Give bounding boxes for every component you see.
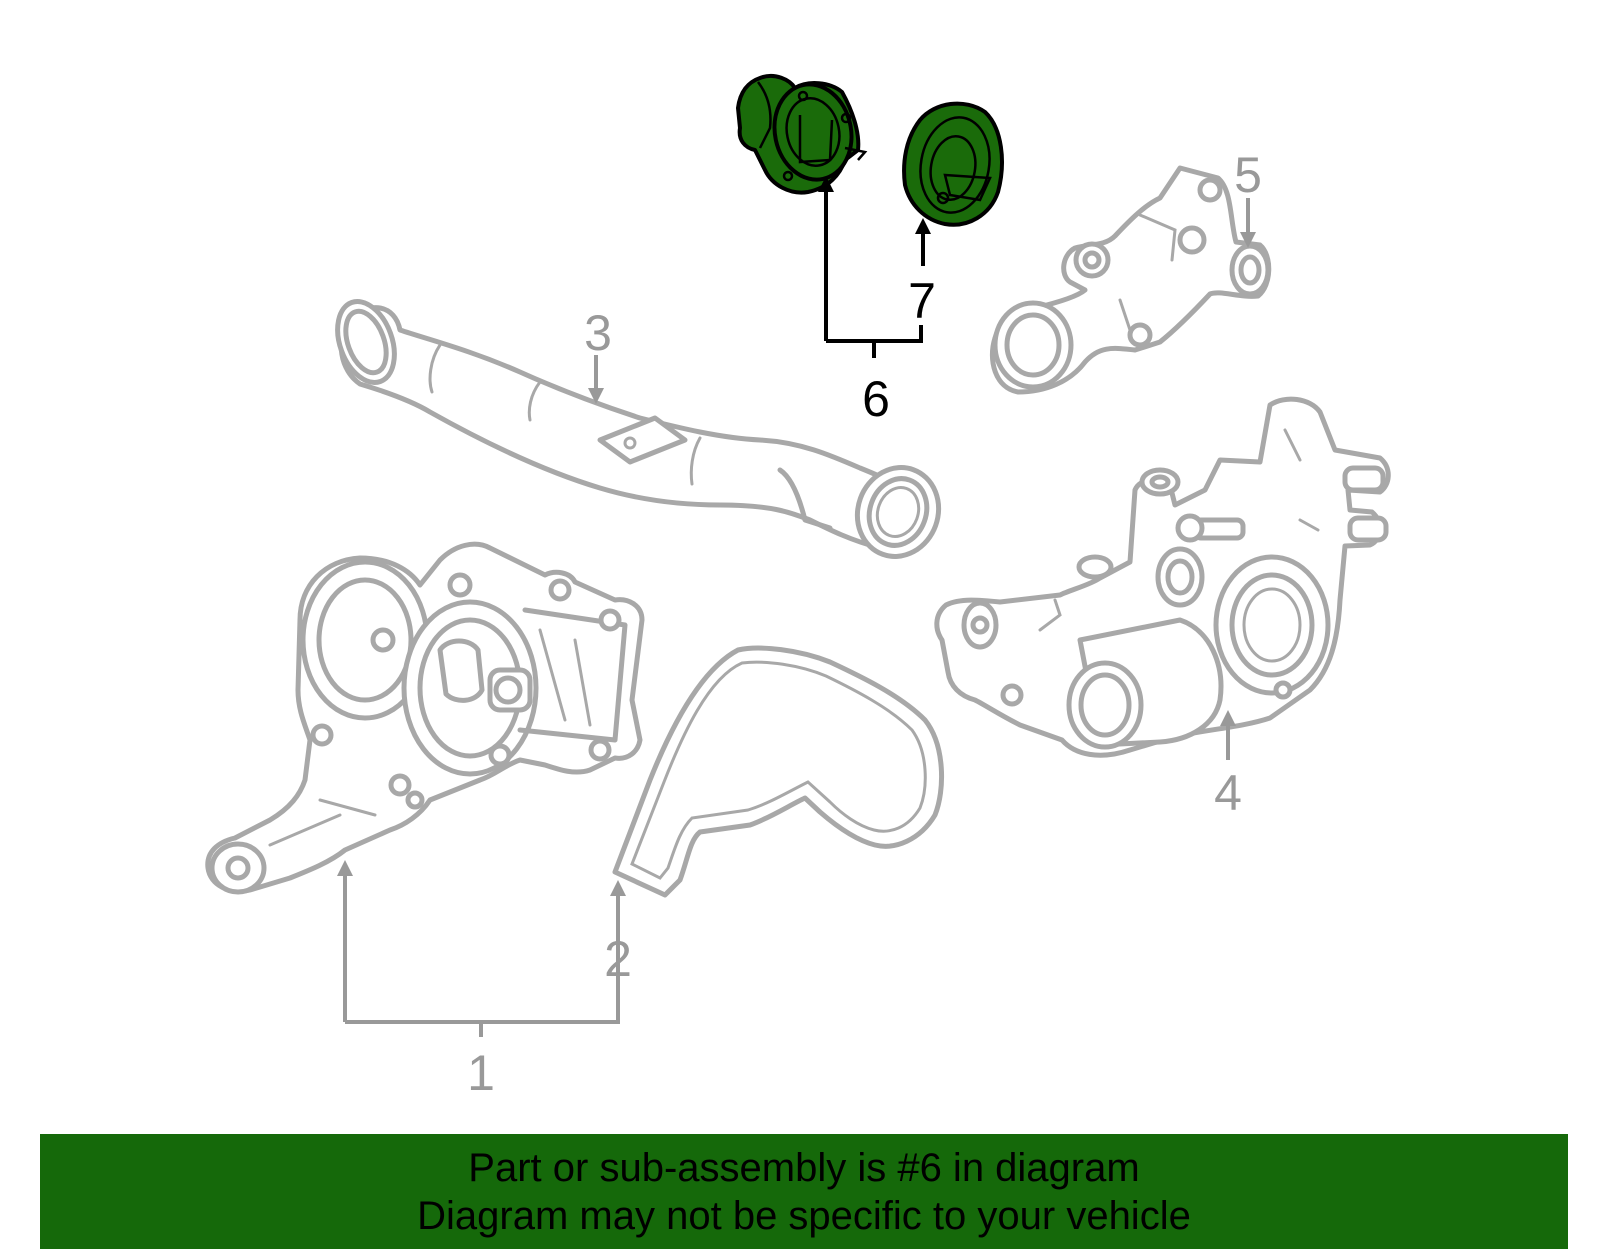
water-pump-part [205,541,645,895]
water-outlet-housing-part [934,396,1391,758]
thermostat-part [902,101,1004,227]
leader-lines [337,176,1256,1037]
callout-5: 5 [1234,147,1262,203]
callout-6: 6 [862,371,890,427]
info-banner: Part or sub-assembly is #6 in diagram Di… [40,1134,1568,1249]
callout-1: 1 [467,1045,495,1101]
thermostat-cover-part [736,73,868,195]
leader-1-2-bracket [343,870,620,1037]
leader-6-7-bracket [824,190,923,358]
callout-7: 7 [908,273,936,329]
callout-2: 2 [604,931,632,987]
coolant-pipe-part [335,299,942,559]
banner-line-1: Part or sub-assembly is #6 in diagram [468,1145,1140,1190]
callout-3: 3 [584,305,612,361]
gasket-part [612,645,944,898]
callout-4: 4 [1214,765,1242,821]
thermostat-housing-part [989,165,1272,395]
banner-line-2: Diagram may not be specific to your vehi… [417,1193,1191,1238]
